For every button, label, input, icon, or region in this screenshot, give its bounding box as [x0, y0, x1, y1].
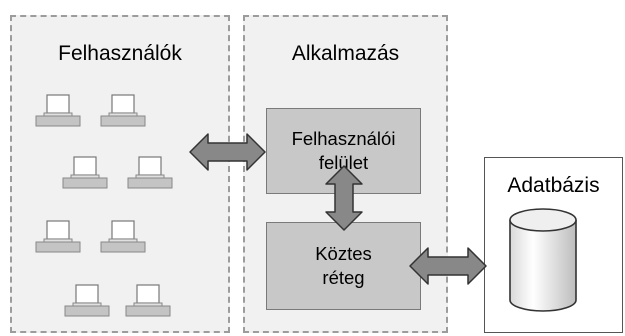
computer-icon	[100, 94, 146, 127]
database-cylinder-icon	[509, 208, 577, 312]
computer-icon	[100, 220, 146, 253]
computer-icon	[127, 156, 173, 189]
application-zone-title: Alkalmazás	[291, 42, 400, 65]
middle-layer-label-line1: Köztes	[315, 243, 372, 264]
database-title: Adatbázis	[507, 174, 600, 197]
computer-icon	[125, 284, 171, 317]
ui-layer-label-line2: felület	[318, 152, 369, 173]
users-zone-title: Felhasználók	[58, 42, 182, 65]
middle-layer-label-line2: réteg	[322, 267, 365, 288]
computer-icon	[62, 156, 108, 189]
ui-layer-label-line1: Felhasználói	[291, 128, 396, 149]
arrow-users-ui	[189, 133, 266, 171]
arrow-middle-database	[409, 247, 487, 285]
computer-icon	[35, 94, 81, 127]
users-zone: Felhasználók	[10, 15, 230, 333]
arrow-ui-middle	[325, 165, 363, 231]
computer-icon	[64, 284, 110, 317]
computer-icon	[35, 220, 81, 253]
